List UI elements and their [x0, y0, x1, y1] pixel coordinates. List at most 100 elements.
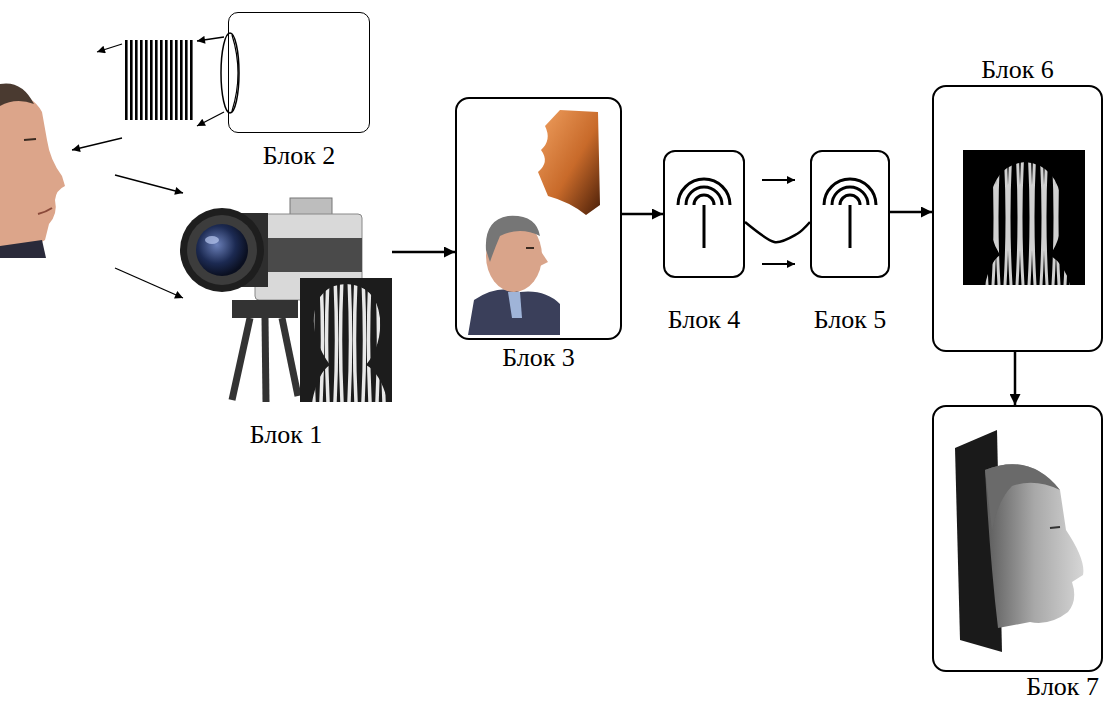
fringe-stripe — [355, 278, 357, 402]
fringe-stripe — [1021, 150, 1023, 285]
flow-arrow — [392, 251, 455, 254]
antenna-mast — [703, 205, 706, 248]
person-hair — [0, 83, 34, 106]
camera-lens-ring — [187, 215, 257, 285]
fringe-pattern — [299, 278, 393, 402]
ray-arrow — [197, 37, 224, 41]
portrait-eye — [526, 247, 534, 249]
person-collar — [0, 240, 46, 258]
reconstruction-unit: Блок 7 — [932, 405, 1103, 672]
person-photo — [0, 83, 65, 258]
antenna-wave — [840, 195, 860, 205]
camera-lens-glass — [196, 224, 248, 276]
fringe-stripe — [1077, 150, 1079, 285]
fringe-stripe — [341, 278, 343, 402]
grating-stripe — [185, 40, 188, 120]
block-label: Блок 3 — [502, 344, 575, 373]
grating-stripe — [125, 40, 128, 120]
grating-stripe — [145, 40, 148, 120]
camera-unit: Блок 1 — [180, 195, 392, 403]
camera-illustration — [180, 198, 393, 402]
projector-lens-edge — [232, 35, 238, 111]
fringe-pattern — [961, 150, 1083, 285]
grating-stripe — [190, 40, 193, 120]
projector-lens — [221, 33, 239, 113]
direction-arrow — [762, 263, 795, 265]
person-skin — [0, 94, 65, 249]
antenna-wave — [832, 187, 868, 205]
wireless-link — [745, 222, 810, 242]
antenna-symbol — [678, 179, 730, 248]
fringe-stripe — [1005, 150, 1007, 285]
block-label: Блок 1 — [250, 421, 323, 450]
fringe-stripe — [299, 278, 301, 402]
fringe-stripe — [1017, 150, 1019, 285]
fringe-stripe — [363, 278, 365, 402]
receiver-unit: Блок 5 — [810, 150, 890, 278]
fringe-stripe — [1029, 150, 1031, 285]
fringe-image-frame — [963, 150, 1085, 285]
ray-arrow — [72, 138, 122, 150]
antenna-symbol — [824, 179, 876, 248]
reconstructed-hair — [985, 464, 1060, 530]
fringe-stripe — [327, 278, 329, 402]
tripod-leg — [265, 318, 266, 402]
fringe-stripe — [1045, 150, 1047, 285]
ray-arrow — [197, 112, 224, 126]
fringe-stripe — [1009, 150, 1011, 285]
fringe-stripe — [1053, 150, 1055, 285]
grating-stripe — [175, 40, 178, 120]
fringe-stripe — [997, 150, 999, 285]
grating-stripe — [135, 40, 138, 120]
depth-map-face — [538, 110, 600, 215]
reconstructed-eye — [1050, 527, 1060, 528]
portrait-shirt — [508, 292, 522, 318]
fringe-stripe — [993, 150, 995, 285]
portrait-nose — [540, 250, 548, 266]
fringe-stripe — [1041, 150, 1043, 285]
portrait-photo — [468, 216, 560, 335]
block-label: Блок 2 — [263, 142, 336, 171]
projector-unit: Блок 2 — [228, 12, 370, 133]
fringe-stripe — [383, 278, 385, 402]
transmitter-unit: Блок 4 — [663, 150, 745, 278]
fringe-stripe — [349, 278, 351, 402]
block-label: Блок 5 — [814, 306, 887, 335]
flow-arrow — [890, 211, 932, 214]
ray-arrow — [97, 44, 122, 52]
block-label: Блок 7 — [1026, 673, 1099, 702]
fringe-stripe — [1057, 150, 1059, 285]
person-eye — [24, 139, 36, 140]
capture-unit: Блок 3 — [455, 97, 622, 340]
grating-stripe — [160, 40, 163, 120]
fringe-stripe — [307, 278, 309, 402]
flow-arrow — [1014, 352, 1017, 405]
grating-stripe — [180, 40, 183, 120]
antenna-wave — [678, 179, 730, 205]
fringe-stripe — [1081, 150, 1083, 285]
fringe-stripe — [369, 278, 371, 402]
grating-stripe — [155, 40, 158, 120]
ray-arrow — [115, 268, 183, 298]
reconstructed-face — [985, 464, 1083, 628]
fringe-stripe — [1033, 150, 1035, 285]
grating-stripe — [170, 40, 173, 120]
fringe-stripe — [391, 278, 393, 402]
projector — [221, 33, 239, 113]
grating — [125, 40, 193, 120]
grating-stripe — [150, 40, 153, 120]
tripod-leg — [282, 318, 298, 396]
fringe-stripe — [335, 278, 337, 402]
ray-arrow — [115, 175, 183, 193]
person-mouth — [38, 208, 52, 214]
grating-stripe — [130, 40, 133, 120]
block-label: Блок 4 — [668, 306, 741, 335]
grating-stripe — [165, 40, 168, 120]
fringe-stripe — [961, 150, 963, 285]
fringe-stripe — [321, 278, 323, 402]
camera-strip — [255, 238, 362, 272]
tripod-leg — [232, 318, 250, 400]
fringe-stripe — [1069, 150, 1071, 285]
portrait-suit — [468, 289, 560, 335]
